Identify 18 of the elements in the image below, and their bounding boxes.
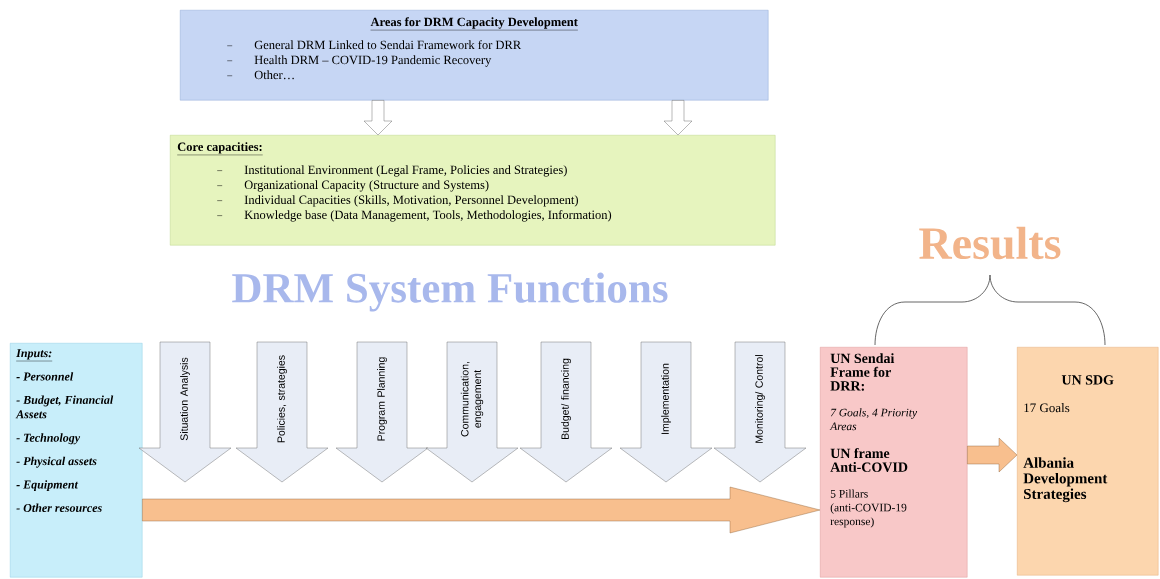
block-arrow <box>142 486 821 534</box>
process-step: Monitoring/ Control <box>713 341 807 483</box>
section-title: DRM System Functions <box>232 272 668 312</box>
text-box: Core capacities: Institutional Environment (Legal Frame, Policies and Strategies) Organizational Capacity (Structure and Systems) Individual Capacities (Skills, Motivation, Personnel Development) Knowledge base (Data Management, Tools, Methodologies, Information) <box>170 135 776 246</box>
process-step: Budget/ financing <box>519 341 613 483</box>
section-title: Results <box>919 226 1061 260</box>
block-arrow <box>363 100 393 136</box>
process-step: Policies, strategies <box>235 341 329 483</box>
process-step: Communication, engagement <box>425 341 519 483</box>
block-arrow <box>967 437 1018 473</box>
block-arrow <box>663 100 693 136</box>
text-box: Areas for DRM Capacity Development General DRM Linked to Sendai Framework for DRR Health DRM – COVID-19 Pandemic Recovery Other… <box>180 10 769 101</box>
inputs-box: Inputs: - Personnel - Budget, Financial Assets - Technology - Physical assets - Equipment - Other resources <box>10 343 143 578</box>
results-box: UN SDG 17 Goals Albania Development Strategies <box>1017 347 1159 576</box>
results-box: UN Sendai Frame for DRR: 7 Goals, 4 Priority Areas UN frame Anti-COVID 5 Pillars (anti-COVID-19 response) <box>820 347 968 578</box>
process-step: Implementation <box>619 341 713 483</box>
process-step: Program Planning <box>335 341 429 483</box>
process-step: Situation Analysis <box>138 341 232 483</box>
